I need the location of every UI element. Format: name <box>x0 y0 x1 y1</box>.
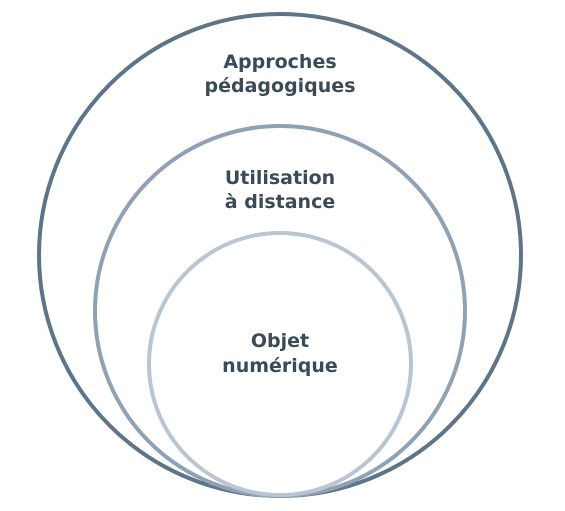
inner-ring-label-line-2: numérique <box>222 355 338 377</box>
outer-ring-label-line-1: Approches <box>223 51 336 73</box>
inner-ring-label-line-1: Objet <box>251 330 309 352</box>
outer-ring-label-line-2: pédagogiques <box>205 75 356 97</box>
middle-ring-label-line-1: Utilisation <box>225 167 335 189</box>
middle-ring-label-line-2: à distance <box>225 191 335 213</box>
inner-ring <box>147 231 413 497</box>
